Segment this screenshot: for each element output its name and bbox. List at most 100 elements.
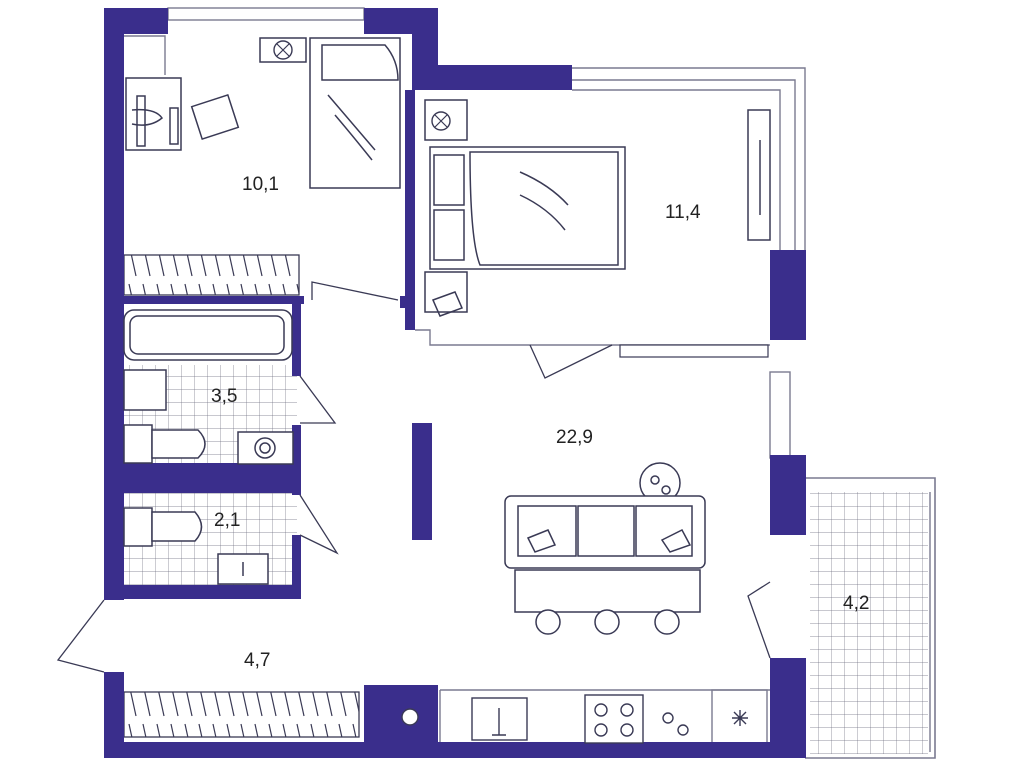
armchair [190,94,240,140]
living-furniture [504,462,706,635]
area-label-living: 22,9 [556,427,593,448]
bathtub-inner [129,315,285,355]
laptop [136,95,146,147]
wall-bottom-pillar [364,685,438,745]
drum [254,437,276,459]
sofa-cushion-right [635,505,693,557]
walls [104,8,806,758]
bedroom-partition [415,329,770,346]
duvet [469,151,619,266]
closet-hallway [123,691,360,738]
wall-bath-right [292,296,301,376]
drum-inner [259,442,271,454]
lamp-desk [431,291,464,317]
burner-three [594,723,608,737]
window-corner-right [572,67,806,255]
area-label-bedroom-large: 11,4 [665,202,701,223]
pillow [321,44,399,81]
pot-two [677,724,689,736]
wardrobe-line [122,35,166,75]
burner-four [620,723,634,737]
sofa-cushion-middle [577,505,635,557]
area-label-bathroom: 3,5 [211,386,237,407]
kitchen-fixtures [401,694,689,744]
door-balcony [747,581,771,659]
closet-living [619,344,769,358]
wall-island [412,423,432,540]
wall-right-lower [770,658,806,758]
toilet-bowl [151,511,203,542]
pot-one [662,712,674,724]
area-label-balcony: 4,2 [843,593,869,614]
toilet-tank-bath [123,424,153,464]
door-entrance [56,599,105,673]
balcony-outline [805,477,936,759]
nightstand-bottom [424,271,468,313]
chair-two [594,609,620,635]
wall-bath-top [104,296,304,304]
sink-faucet [492,708,506,736]
door-toilet [299,494,339,555]
burner-one [594,703,608,717]
wall-right-mid [770,455,806,535]
furniture-large-bedroom [424,99,771,317]
cup-two [661,485,671,495]
pillow-two [433,209,465,261]
cup-one [650,475,660,485]
area-label-toilet: 2,1 [214,510,240,531]
fan-icon [273,40,293,60]
doors [56,281,771,673]
bed-double [429,146,626,270]
dining-table [514,569,701,613]
throw-pillow-left [526,529,557,553]
wall-toilet-bottom [104,585,301,599]
furniture-small-bedroom [125,37,401,189]
chair-one [535,609,561,635]
closet-bedroom [123,254,300,296]
wall-bottom [104,742,804,758]
chair-three [654,609,680,635]
wardrobe-tv [747,109,771,241]
wall-bedroom-divider [405,90,415,330]
pillow-one [433,154,465,206]
bed-single [309,37,401,189]
wall-right-upper [770,250,806,340]
door-living [529,344,613,379]
area-label-bedroom-small: 10,1 [242,174,279,195]
wall-bath-right-low [292,425,301,495]
nightstand-top [424,99,468,141]
area-labels: 10,1 11,4 3,5 2,1 22,9 4,7 4,2 [211,174,869,671]
balcony-floor [810,492,928,754]
door-small-bedroom [311,281,399,301]
wall-left-lower [104,672,124,758]
snowflake-icon [732,710,748,726]
window-top-left [167,7,365,21]
lamp [169,107,179,145]
chair-shape [131,108,164,126]
window-right-living [769,371,791,459]
area-label-hallway: 4,7 [244,650,270,671]
bathroom-fixtures [123,309,294,465]
pillar-outlet [401,708,419,726]
toilet-tank [123,507,153,547]
door-bathroom [299,375,337,424]
toilet-fixtures [123,507,269,585]
desk [125,77,182,151]
duvet-lines [519,171,569,231]
toilet-bowl-bath [151,429,206,459]
tiled-floors [122,365,928,754]
sink-bath [123,369,167,411]
fan-icon [431,111,451,131]
wall-bath-bottom [104,463,301,493]
wall-top-bedroom [412,65,572,90]
closets [123,254,769,738]
nightstand [259,37,307,63]
bathtub [123,309,293,361]
throw-pillow-right [660,529,692,553]
washing-machine [237,431,294,465]
burner-two [620,703,634,717]
blanket-lines [327,94,376,161]
stove [584,694,644,744]
wall-toilet-right [292,535,301,597]
